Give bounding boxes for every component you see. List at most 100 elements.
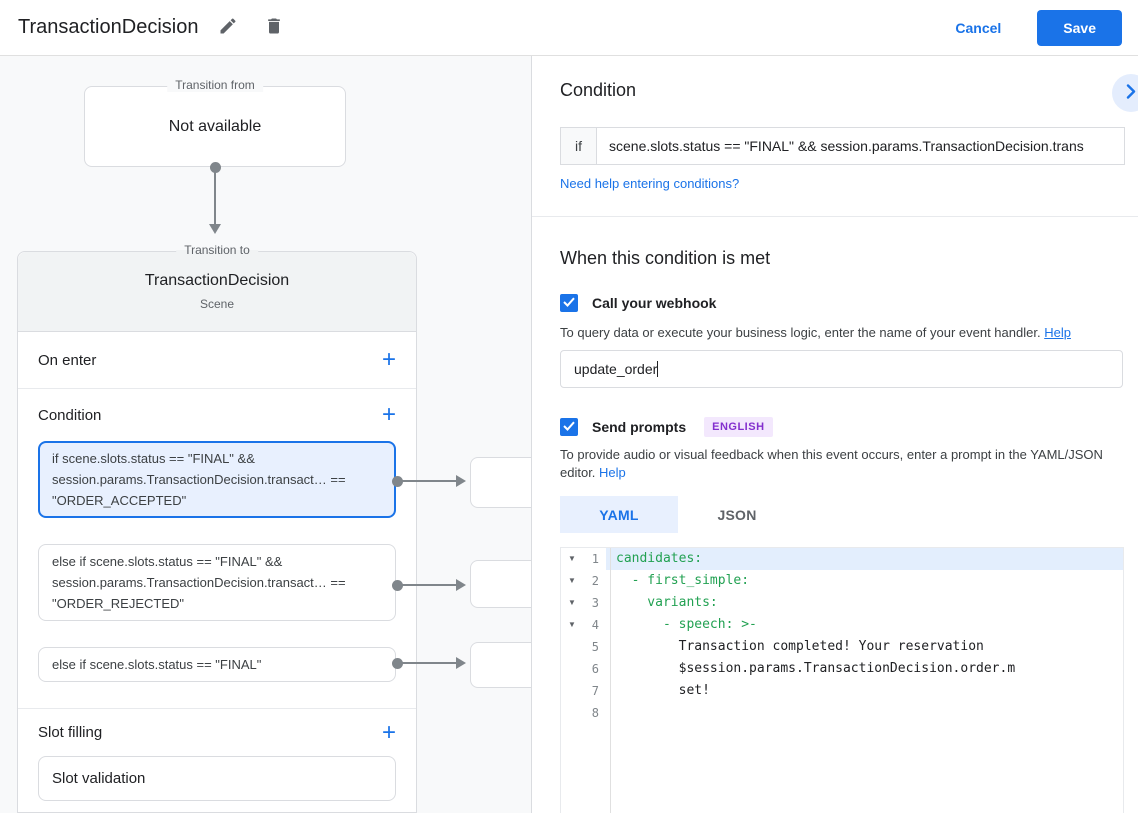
language-badge: ENGLISH [704,417,773,437]
tab-json[interactable]: JSON [717,506,757,523]
connector-line [214,168,216,224]
fold-arrow-icon[interactable]: ▼ [568,554,576,563]
code-text: - speech: >- [616,617,757,632]
call-webhook-label: Call your webhook [592,295,717,311]
code-text [606,702,1123,724]
code-text: set! [616,683,710,698]
page-title: TransactionDecision [18,16,199,38]
add-condition-button[interactable]: + [381,401,396,428]
send-prompts-row: Send prompts ENGLISH [560,417,773,437]
scene-diagram-canvas: Transition from Not available Transition… [0,56,1138,813]
scene-type: Scene [199,297,235,311]
condition-expression-row: if scene.slots.status == "FINAL" && sess… [560,127,1125,165]
editor-format-tabs: YAML JSON [560,496,796,533]
webhook-name-input[interactable]: update_order [560,350,1123,388]
send-prompts-checkbox[interactable] [560,418,578,436]
save-button[interactable]: Save [1037,9,1122,46]
slot-validation-card[interactable]: Slot validation [38,756,396,801]
line-number: 5 [591,640,599,654]
condition-card[interactable]: if scene.slots.status == "FINAL" && sess… [38,441,396,518]
scene-name: TransactionDecision [144,272,290,289]
fold-arrow-icon[interactable]: ▼ [568,620,576,629]
slot-filling-section: Slot filling + [18,709,416,756]
condition-card[interactable]: else if scene.slots.status == "FINAL" &&… [38,544,396,621]
if-prefix-label: if [560,127,597,165]
section-divider [18,708,416,709]
webhook-description: To query data or execute your business l… [560,324,1071,342]
webhook-name-value: update_order [574,361,658,377]
fold-arrow-icon[interactable]: ▼ [568,576,576,585]
code-line[interactable]: ▼ 2 - first_simple: [561,570,1123,592]
code-line[interactable]: ▼ 3 variants: [561,592,1123,614]
slot-filling-label: Slot filling [38,724,103,741]
code-text: $session.params.TransactionDecision.orde… [616,661,1016,676]
call-webhook-checkbox[interactable] [560,294,578,312]
transition-from-label: Transition from [167,78,263,92]
edit-scene-button[interactable] [212,10,244,45]
fold-arrow-icon[interactable]: ▼ [568,598,576,607]
code-line[interactable]: 5 Transaction completed! Your reservatio… [561,636,1123,658]
condition-card[interactable]: else if scene.slots.status == "FINAL" [38,647,396,682]
arrow-right-icon [456,579,466,591]
connector-line [397,480,457,482]
code-text: - first_simple: [616,573,750,588]
code-line[interactable]: ▼ 4 - speech: >- [561,614,1123,636]
connector-dot [210,162,221,173]
arrow-right-icon [456,475,466,487]
code-lines: ▼ 1 candidates: ▼ 2 - first_simple: ▼ 3 varian… [561,548,1123,724]
condition-expression-input[interactable]: scene.slots.status == "FINAL" && session… [597,127,1125,165]
prompts-description: To provide audio or visual feedback when… [560,446,1108,482]
webhook-description-text: To query data or execute your business l… [560,325,1041,340]
on-enter-label: On enter [38,351,97,369]
pencil-icon [218,16,238,39]
code-line[interactable]: 7 set! [561,680,1123,702]
panel-divider [532,216,1138,217]
fold-spacer [561,680,583,702]
text-caret [657,361,659,377]
line-number: 6 [591,662,599,676]
arrow-down-icon [209,224,221,234]
code-line[interactable]: 8 [561,702,1123,724]
when-condition-heading: When this condition is met [560,248,771,268]
line-number: 1 [591,552,599,566]
code-line[interactable]: 6 $session.params.TransactionDecision.or… [561,658,1123,680]
collapse-panel-button[interactable] [1112,74,1138,112]
tab-yaml[interactable]: YAML [560,496,678,533]
transition-target-box[interactable] [470,457,542,508]
prompts-description-text: To provide audio or visual feedback when… [560,447,1103,480]
condition-section-label: Condition [38,406,102,424]
transition-to-label: Transition to [176,243,258,257]
transition-from-content: Not available [168,117,262,135]
line-number: 3 [591,596,599,610]
arrow-right-icon [456,657,466,669]
code-text: Transaction completed! Your reservation [616,639,984,654]
line-number: 4 [591,618,599,632]
transition-from-box: Transition from Not available [84,78,346,167]
add-on-enter-button[interactable]: + [381,346,396,373]
conditions-help-link[interactable]: Need help entering conditions? [560,176,740,191]
code-text: variants: [616,595,718,610]
prompts-help-link[interactable]: Help [599,465,626,480]
send-prompts-label: Send prompts [592,419,687,435]
connector-line [397,662,457,664]
chevron-right-icon [1126,84,1136,102]
yaml-code-editor[interactable]: ▼ 1 candidates: ▼ 2 - first_simple: ▼ 3 varian… [560,547,1124,813]
line-number: 7 [591,684,599,698]
line-number: 8 [591,706,599,720]
on-enter-section: On enter + [18,332,416,389]
delete-scene-button[interactable] [258,10,290,45]
add-slot-button[interactable]: + [381,718,396,746]
checkmark-icon [563,294,575,312]
connector-line [397,584,457,586]
transition-target-box[interactable] [470,560,542,608]
checkmark-icon [563,418,575,436]
cancel-button[interactable]: Cancel [949,19,1007,37]
fold-spacer [561,636,583,658]
code-line[interactable]: ▼ 1 candidates: [561,548,1123,570]
fold-spacer [561,702,583,724]
gutter-separator [610,548,611,813]
code-text: candidates: [606,548,1123,570]
condition-cards: if scene.slots.status == "FINAL" && sess… [18,441,416,682]
webhook-help-link[interactable]: Help [1044,325,1071,340]
line-number: 2 [591,574,599,588]
